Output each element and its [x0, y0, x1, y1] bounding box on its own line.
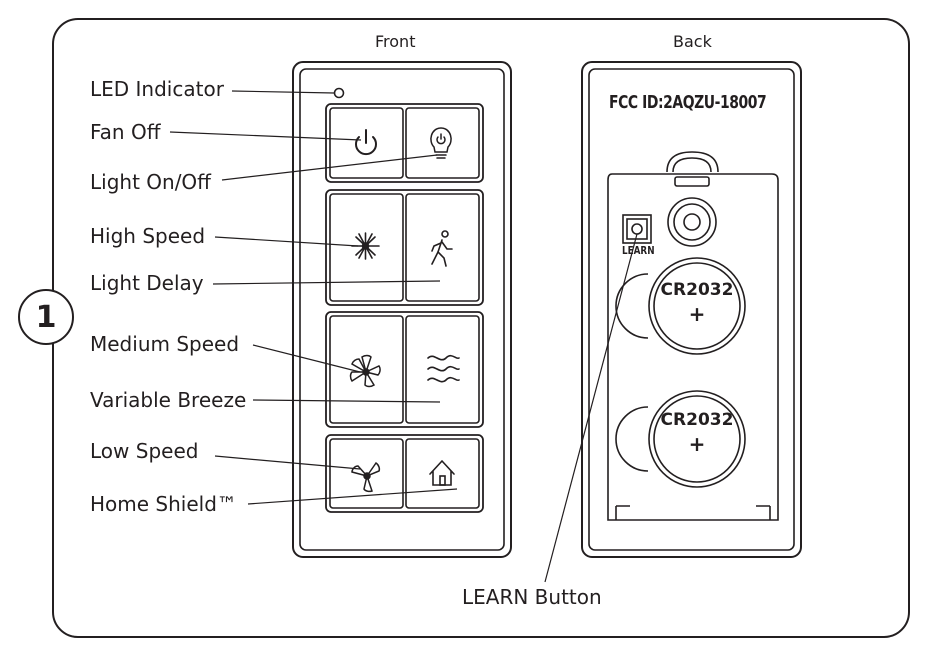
label-learn-button: LEARN Button: [462, 585, 602, 609]
power-icon: [355, 129, 377, 156]
bulb-power-icon: [430, 127, 452, 159]
learn-button-box: [622, 214, 652, 244]
battery-1: [648, 257, 746, 355]
fan-medium-icon: [349, 354, 381, 388]
walking-person-icon: [431, 230, 453, 267]
home-icon: [429, 459, 455, 486]
front-title: Front: [375, 32, 416, 51]
back-title: Back: [673, 32, 712, 51]
battery-2-label: CR2032 +: [637, 410, 757, 456]
learn-text: LEARN: [622, 244, 655, 257]
label-variable-breeze: Variable Breeze: [90, 388, 247, 412]
label-led-indicator: LED Indicator: [90, 77, 224, 101]
fan-low-icon: [351, 461, 381, 493]
label-light-delay: Light Delay: [90, 271, 204, 295]
label-low-speed: Low Speed: [90, 439, 199, 463]
battery-1-label: CR2032 +: [637, 280, 757, 326]
label-home-shield: Home Shield™: [90, 492, 237, 516]
battery-2-polarity: +: [688, 432, 706, 456]
battery-2: [648, 390, 746, 488]
battery-1-type: CR2032: [660, 280, 734, 300]
battery-1-polarity: +: [688, 302, 706, 326]
battery-2-type: CR2032: [660, 410, 734, 430]
label-light-on-off: Light On/Off: [90, 170, 211, 194]
label-fan-off: Fan Off: [90, 120, 161, 144]
step-number-badge: 1: [18, 289, 74, 345]
breeze-waves-icon: [427, 354, 460, 383]
led-indicator-dot: [333, 87, 345, 99]
fcc-id: FCC ID:2AQZU-18007: [609, 92, 767, 113]
label-medium-speed: Medium Speed: [90, 332, 240, 356]
label-high-speed: High Speed: [90, 224, 206, 248]
